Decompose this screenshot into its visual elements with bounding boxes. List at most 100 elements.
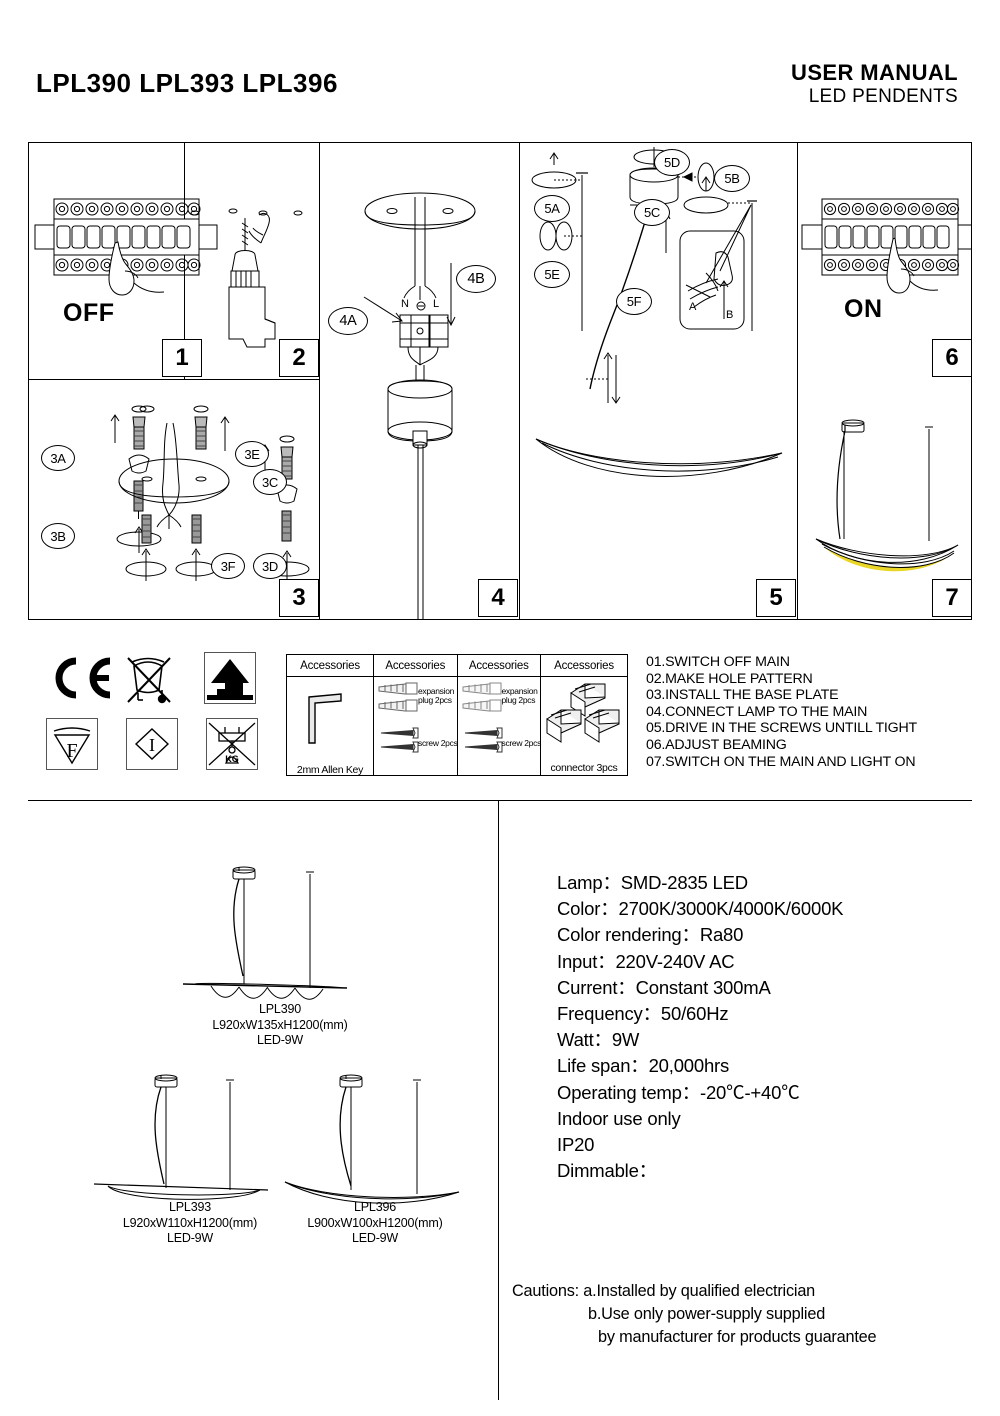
connector-caption: connector 3pcs (550, 762, 618, 774)
no-weight-icon: KG (206, 718, 258, 770)
callout-3a: 3A (41, 445, 75, 471)
terminal-n-label: N (401, 298, 409, 310)
step-panel-5: 5A 5E 5D 5C 5B 5F A B 5 (520, 143, 797, 619)
product-model: LPL390 (259, 1002, 301, 1016)
weee-bin-icon (124, 652, 172, 704)
accessories-header: Accessories (287, 655, 373, 677)
spec-watt: Watt：9W (557, 1029, 640, 1051)
step-panel-3: 3A 3B 3E 3C 3F 3D 3 (29, 381, 319, 619)
product-model: LPL396 (354, 1200, 396, 1214)
section-divider (28, 800, 972, 802)
step-panel-6: ON 6 (798, 143, 971, 379)
step-number-4: 4 (478, 579, 518, 617)
product-model: LPL393 (169, 1200, 211, 1214)
step-panel-1: OFF 1 (29, 143, 319, 379)
callout-5a: 5A (534, 195, 570, 222)
certification-symbols: F I (36, 648, 286, 788)
svg-text:I: I (149, 735, 155, 755)
breaker-on-label: ON (844, 295, 883, 323)
callout-3e: 3E (235, 441, 269, 467)
divider (29, 379, 319, 381)
indoor-mounting-icon (204, 652, 256, 704)
cautions-block: Cautions: a.Installed by qualified elect… (512, 1280, 877, 1349)
spec-current: Current：Constant 300mA (557, 976, 771, 998)
spec-ip-rating: IP20 (557, 1134, 595, 1156)
instruction-item: 05.DRIVE IN THE SCREWS UNTILL TIGHT (646, 720, 918, 737)
svg-text:F: F (66, 740, 77, 762)
ce-mark (46, 656, 120, 700)
screw-label: screw 2pcs (418, 738, 458, 748)
step-panel-7: 7 (798, 381, 971, 619)
divider (797, 143, 799, 619)
callout-5b: 5B (714, 165, 750, 192)
instruction-item: 04.CONNECT LAMP TO THE MAIN (646, 703, 868, 720)
step-number-1: 1 (162, 339, 202, 377)
caution-line-b: b.Use only power-supply supplied (588, 1305, 826, 1323)
column-divider (498, 800, 500, 1400)
step-number-2: 2 (279, 339, 319, 377)
caution-line-a: Cautions: a.Installed by qualified elect… (512, 1282, 816, 1300)
manual-subtitle: LED PENDENTS (808, 86, 958, 108)
product-lpl393: LPL393 L920xW110xH1200(mm) LED-9W (60, 1070, 320, 1247)
step-number-6: 6 (932, 339, 971, 377)
accessories-header: Accessories (541, 655, 627, 677)
terminal-l-label: L (433, 298, 440, 310)
allen-key-caption: 2mm Allen Key (296, 764, 364, 776)
spec-lamp: Lamp：SMD-2835 LED (557, 872, 748, 893)
spec-input: Input：220V-240V AC (557, 950, 735, 972)
accessories-table: Accessories 2mm Allen Key Accessories (286, 654, 628, 776)
instruction-item: 01.SWITCH OFF MAIN (646, 654, 790, 670)
header-right: USER MANUAL LED PENDENTS (791, 60, 958, 110)
callout-5d: 5D (654, 149, 690, 176)
accessories-column-4: Accessories (541, 655, 627, 775)
screw-label: screw 2pcs (501, 738, 542, 748)
installation-steps-grid: OFF 1 (28, 142, 972, 620)
callout-3c: 3C (253, 469, 287, 495)
spec-color-rendering: Color rendering：Ra80 (557, 924, 744, 946)
info-row: F I (28, 640, 972, 795)
accessories-column-2: Accessories (374, 655, 458, 775)
product-lpl396: LPL396 L900xW100xH1200(mm) LED-9W (245, 1070, 505, 1247)
instruction-item: 03.INSTALL THE BASE PLATE (646, 687, 839, 704)
step-number-3: 3 (279, 579, 319, 617)
product-lamp: LED-9W (351, 1231, 399, 1245)
step-number-7: 7 (932, 579, 971, 617)
product-lpl390: LPL390 L920xW135xH1200(mm) LED-9W (155, 862, 405, 1049)
callout-4a: 4A (328, 307, 368, 335)
accessories-column-1: Accessories 2mm Allen Key (287, 655, 374, 776)
step-panel-2: 2 (185, 143, 319, 379)
product-lamp: LED-9W (166, 1231, 214, 1245)
class-i-icon: I (126, 718, 178, 770)
manual-title: USER MANUAL (791, 60, 958, 85)
page-title: LPL390 LPL393 LPL396 (36, 68, 338, 98)
callout-3f: 3F (211, 553, 245, 579)
callout-5e: 5E (534, 261, 570, 288)
expansion-plug-label: expansion plug 2pcs (418, 686, 455, 706)
accessories-column-3: Accessories (457, 655, 542, 775)
spec-color: Color：2700K/3000K/4000K/6000K (557, 898, 844, 920)
specifications-list: Lamp：SMD-2835 LED Color：2700K/3000K/4000… (557, 870, 844, 1184)
step-number-5: 5 (756, 579, 796, 617)
divider (519, 143, 521, 619)
instruction-list: 01.SWITCH OFF MAIN 02.MAKE HOLE PATTERN … (646, 654, 917, 770)
product-dimensions: L920xW110xH1200(mm) (122, 1215, 258, 1230)
instruction-item: 02.MAKE HOLE PATTERN (646, 670, 813, 687)
callout-3d: 3D (253, 553, 287, 579)
caution-line-c: by manufacturer for products guarantee (598, 1328, 877, 1346)
callout-5c: 5C (634, 199, 670, 226)
step-panel-4: N L 4A 4B 4 (320, 143, 519, 619)
divider (184, 143, 186, 379)
callout-5f: 5F (616, 288, 652, 315)
spec-operating-temp: Operating temp：-20℃-+40℃ (557, 1081, 800, 1103)
instruction-item: 06.ADJUST BEAMING (646, 736, 787, 753)
product-dimensions: L920xW135xH1200(mm) (212, 1017, 348, 1032)
product-dimensions: L900xW100xH1200(mm) (307, 1215, 443, 1230)
spec-life-span: Life span：20,000hrs (557, 1055, 730, 1077)
hand-label-a: A (689, 301, 697, 313)
hand-label-b: B (726, 309, 734, 321)
spec-indoor-use: Indoor use only (557, 1107, 681, 1129)
callout-4b: 4B (456, 265, 496, 293)
product-lamp: LED-9W (256, 1033, 304, 1047)
expansion-plug-label: expansion plug 2pcs (501, 686, 538, 706)
